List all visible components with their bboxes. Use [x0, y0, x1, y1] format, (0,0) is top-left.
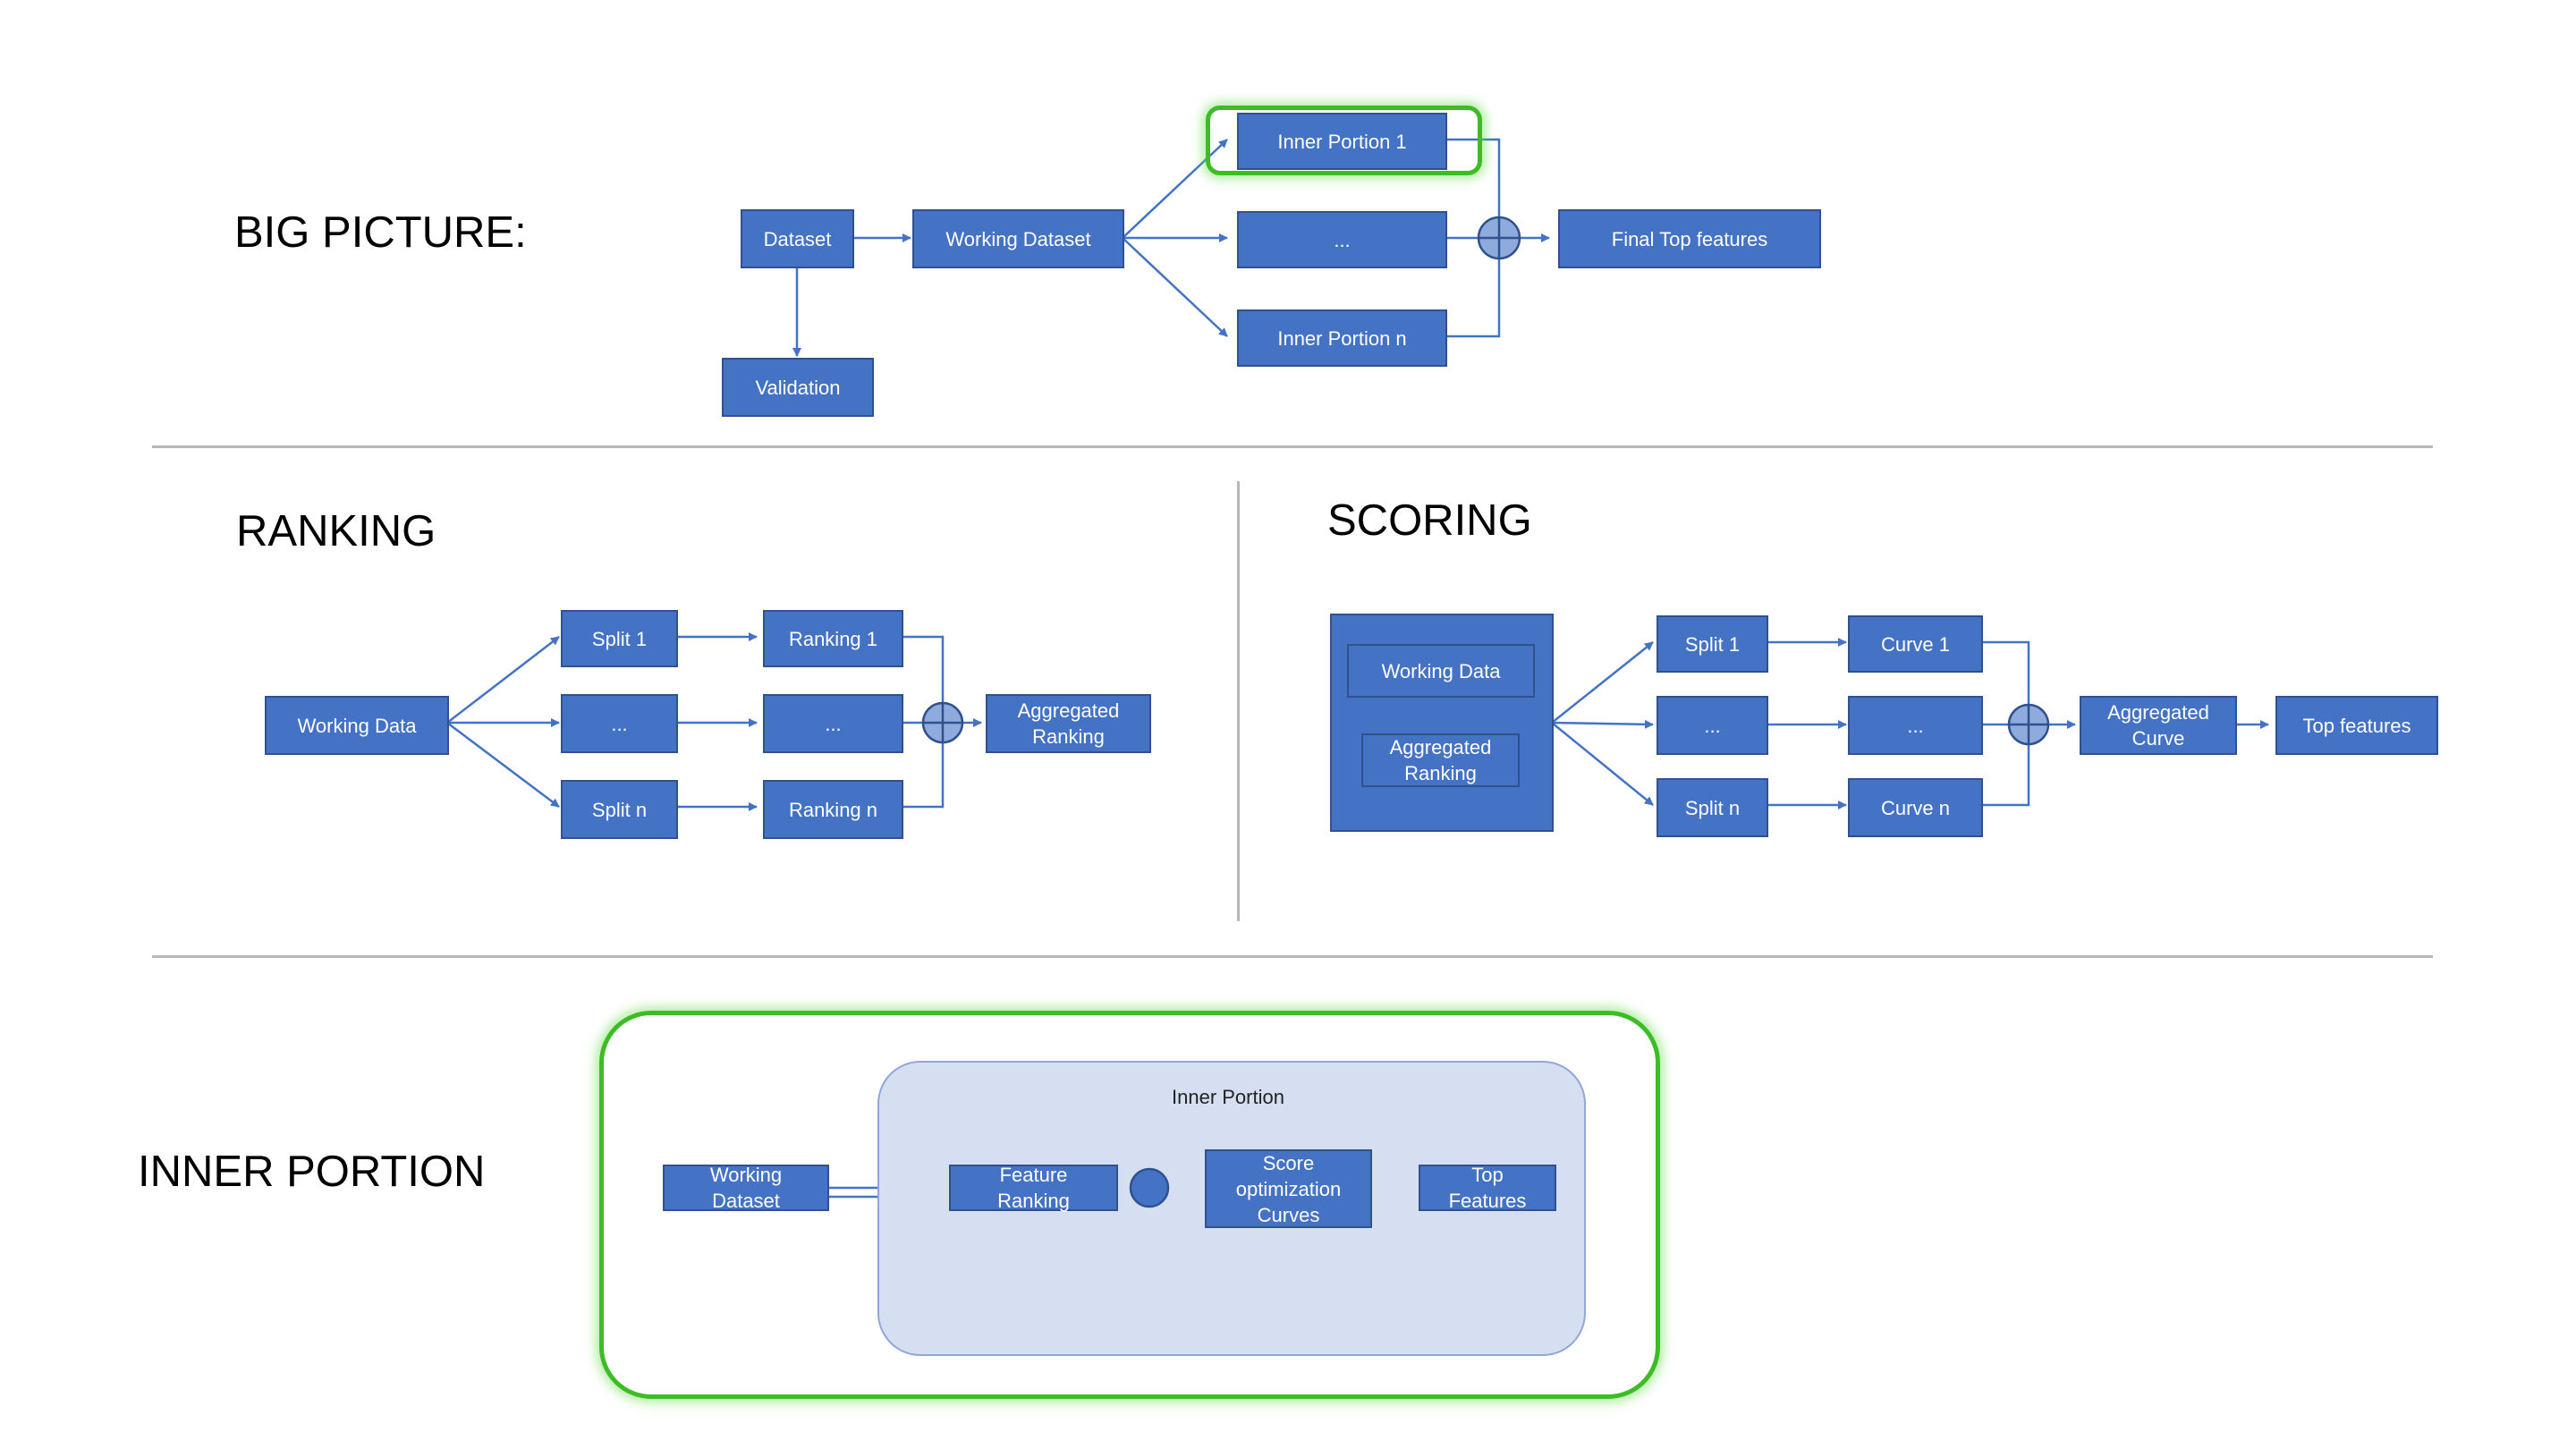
arrow-rdata-to-split-n: [446, 722, 560, 808]
node-aggregated-ranking: Aggregated Ranking: [986, 694, 1151, 753]
node-scoring-split-mid: ...: [1657, 696, 1768, 755]
node-scoring-split-n: Split n: [1657, 778, 1768, 837]
node-ranking-working-data: Working Data: [265, 696, 449, 755]
node-scoring-top-features: Top features: [2275, 696, 2438, 755]
arrow-scontainer-to-split-n: [1551, 722, 1654, 806]
node-inner-portion-n: Inner Portion n: [1237, 309, 1447, 367]
divider-top: [152, 445, 2433, 448]
title-scoring: SCORING: [1327, 496, 1532, 545]
line-curve1-to-sum: [1981, 640, 2030, 705]
node-scoring-working-data: Working Data: [1347, 644, 1535, 698]
node-curve-1: Curve 1: [1848, 615, 1983, 673]
node-inner-top-features: Top Features: [1419, 1164, 1556, 1212]
inner-portion-group-label: Inner Portion: [1172, 1086, 1284, 1108]
sum-junction-big: [1477, 216, 1521, 260]
node-validation: Validation: [722, 358, 874, 417]
divider-bottom: [152, 955, 2433, 958]
line-portion1-to-sum: [1440, 138, 1501, 217]
node-ranking-1: Ranking 1: [763, 610, 903, 667]
node-working-dataset: Working Dataset: [912, 209, 1124, 268]
line-ranking-n-to-sum: [902, 742, 945, 809]
arrow-working-to-portion-n: [1122, 237, 1228, 337]
sum-junction-scoring: [2007, 703, 2050, 746]
node-inner-portion-1: Inner Portion 1: [1237, 113, 1447, 170]
node-ranking-split-n: Split n: [561, 780, 678, 839]
line-ranking1-to-sum: [902, 635, 945, 703]
arrow-scontainer-to-split-mid: [1551, 719, 1654, 729]
node-curve-n: Curve n: [1848, 778, 1983, 837]
node-scoring-aggregated-ranking: Aggregated Ranking: [1361, 733, 1520, 787]
node-inner-portion-mid: ...: [1237, 211, 1447, 268]
node-dataset: Dataset: [741, 209, 854, 268]
arrow-scontainer-to-split1: [1551, 641, 1654, 724]
divider-vertical: [1237, 481, 1240, 921]
title-big-picture: BIG PICTURE:: [234, 208, 527, 257]
node-inner-working-dataset: Working Dataset: [663, 1164, 829, 1212]
line-curve-n-to-sum: [1981, 744, 2030, 807]
sum-junction-inner: [1129, 1167, 1170, 1208]
node-final-top-features: Final Top features: [1558, 209, 1821, 268]
node-ranking-n: Ranking n: [763, 780, 903, 839]
title-inner-portion: INNER PORTION: [138, 1148, 486, 1196]
node-ranking-split-mid: ...: [561, 694, 678, 753]
node-aggregated-curve: Aggregated Curve: [2080, 696, 2237, 755]
node-ranking-mid: ...: [763, 694, 903, 753]
node-curve-mid: ...: [1848, 696, 1983, 755]
sum-junction-ranking: [921, 701, 964, 744]
title-ranking: RANKING: [236, 507, 436, 555]
arrow-rdata-to-split1: [446, 636, 560, 724]
node-score-optimization-curves: Score optimization Curves: [1205, 1149, 1372, 1228]
line-portion-n-to-sum: [1440, 258, 1501, 338]
node-scoring-split-1: Split 1: [1657, 615, 1768, 673]
node-ranking-split-1: Split 1: [561, 610, 678, 667]
node-feature-ranking: Feature Ranking: [949, 1164, 1118, 1212]
highlight-inner-portion-1: [1206, 106, 1482, 175]
highlight-inner-portion: [599, 1011, 1660, 1399]
